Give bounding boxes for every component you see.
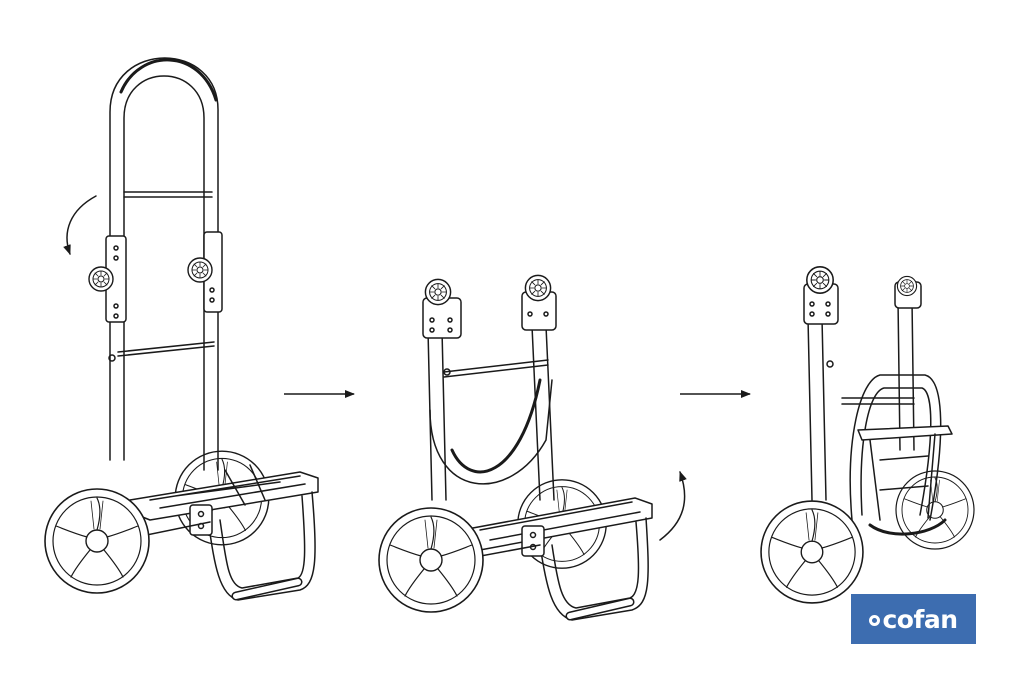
- handle-grip: [119, 58, 218, 102]
- magnifier-dot-icon: [869, 614, 881, 626]
- rotation-arrow-down: [63, 195, 97, 255]
- support-grip: [450, 378, 542, 474]
- trolley-unfolded: [44, 57, 319, 601]
- front-wheel: [44, 488, 150, 594]
- rotation-arrow-up: [659, 471, 687, 541]
- trolley-folded: [760, 265, 975, 604]
- trolley-handle-folding: [378, 274, 687, 621]
- logo-text: cofan: [882, 604, 958, 634]
- cofan-logo: cofan: [851, 594, 976, 644]
